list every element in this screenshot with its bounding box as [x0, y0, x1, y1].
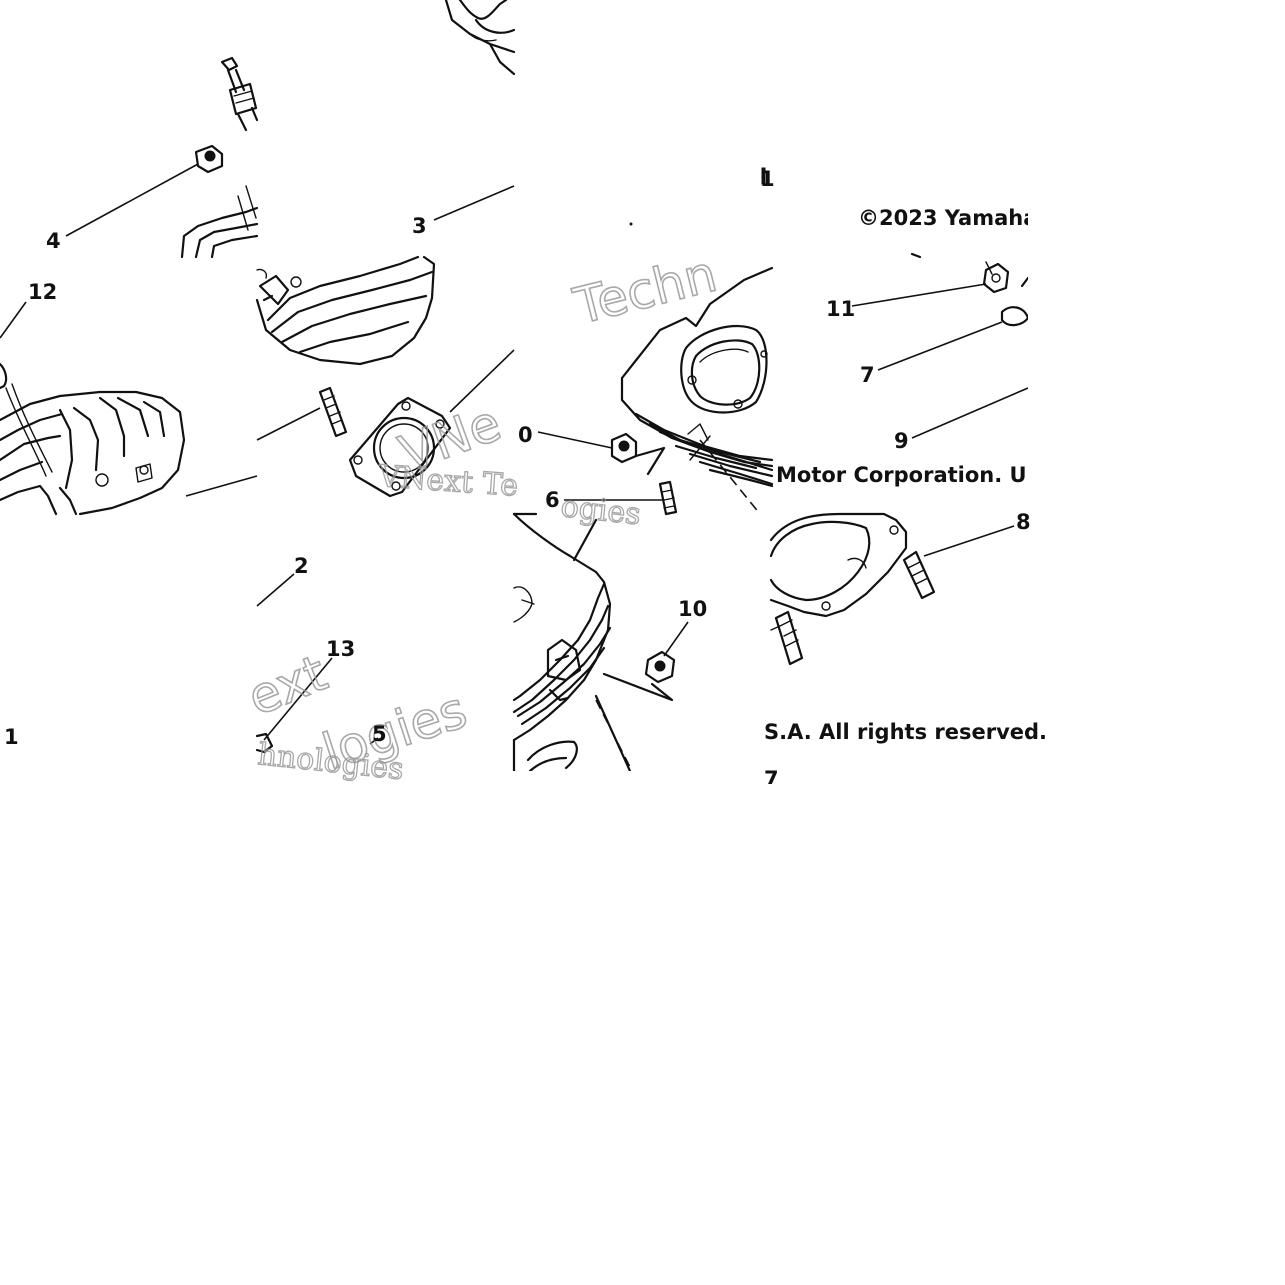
callout-8: 8 — [1016, 510, 1031, 534]
cylinder-head-fins-top — [444, 0, 516, 76]
callout-13: 13 — [326, 637, 355, 661]
callout-7: 7 — [860, 363, 875, 387]
cap-nut-4 — [65, 144, 224, 237]
cylinder-lower — [512, 512, 689, 773]
callout-10-top: 0 — [518, 423, 533, 447]
cylinder-upper — [620, 266, 774, 515]
copyright-line-2: Motor Corporation. U.S — [776, 463, 1050, 487]
base-gasket — [769, 512, 1015, 666]
watermark-text: ext — [240, 644, 335, 727]
copyright-line-3: S.A. All rights reserved. — [764, 720, 1047, 744]
callout-12: 12 — [28, 280, 57, 304]
cylinder-head-fragment-a — [180, 185, 259, 259]
callout-5: 5 — [372, 722, 387, 746]
spark-plug — [220, 56, 259, 132]
callout-10: 10 — [678, 597, 707, 621]
callout-2: 2 — [294, 554, 309, 578]
callout-9: 9 — [894, 429, 909, 453]
stud-bolt — [256, 386, 348, 441]
copyright-line-1: ©2023 Yamaha — [858, 206, 1037, 230]
head-gasket — [348, 396, 452, 498]
callout-1-top: 1 — [760, 167, 775, 191]
parts-left-lower — [255, 573, 379, 754]
watermark-text: ogies — [559, 489, 642, 532]
callout-4: 4 — [46, 229, 61, 253]
cylinder-head-rear — [0, 301, 258, 516]
nut-and-stud — [537, 431, 678, 516]
callout-3: 3 — [412, 214, 427, 238]
callout-1-left: 1 — [4, 725, 19, 749]
cylinder-head-front — [255, 255, 515, 413]
callout-11: 11 — [826, 297, 855, 321]
callout-6: 6 — [545, 488, 560, 512]
dot-marks — [629, 167, 766, 226]
parts-right-upper — [851, 261, 1030, 439]
